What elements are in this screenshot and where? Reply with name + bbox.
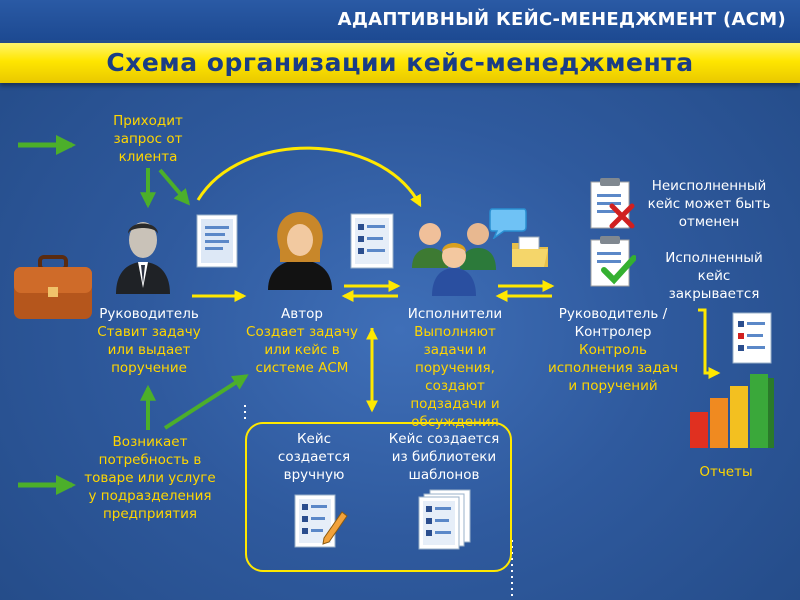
manager-action: Ставит задачу или выдает поручение — [97, 324, 201, 376]
banner-title: Схема организации кейс-менеджмента — [106, 48, 694, 77]
case-library-label: Кейс создается из библиотеки шаблонов — [388, 431, 500, 483]
need-label: Возникает потребность в товаре или услуг… — [84, 434, 216, 522]
author-action: Создает задачу или кейс в системе АСМ — [246, 324, 358, 376]
request-label: Приходит запрос от клиента — [113, 113, 183, 165]
manager-node: Руководитель Ставит задачу или выдает по… — [86, 305, 212, 377]
bar-chart-icon — [690, 374, 774, 448]
chat-bubble-icon — [489, 208, 527, 239]
template-library-docs-icon — [418, 489, 471, 550]
case-creation-box — [245, 422, 512, 572]
case-manual-label: Кейс создается вручную — [277, 431, 351, 483]
approved-doc-icon — [590, 236, 636, 287]
executors-action: Выполняют задачи и поручения, создают по… — [410, 324, 500, 430]
briefcase-icon — [14, 255, 92, 319]
top-header: АДАПТИВНЫЙ КЕЙС-МЕНЕДЖМЕНТ (АСМ) — [0, 0, 800, 40]
manual-case-doc-icon — [294, 494, 348, 548]
executors-role: Исполнители — [407, 306, 503, 322]
author-avatar-icon — [268, 212, 332, 290]
manager-to-executors-arc — [196, 146, 422, 208]
title-banner: Схема организации кейс-менеджмента — [0, 43, 800, 83]
executors-node: Исполнители Выполняют задачи и поручения… — [396, 305, 514, 431]
document-icon — [196, 214, 238, 268]
finished-label: Исполненный кейс закрывается — [665, 250, 763, 302]
controller-role: Руководитель / Контролер — [558, 306, 668, 340]
author-role: Автор — [281, 306, 323, 322]
manager-avatar-icon — [116, 222, 170, 294]
checklist-icon — [350, 213, 394, 269]
executors-group-icon — [412, 223, 496, 296]
request-to-doc-arrow — [158, 168, 191, 206]
top-title: АДАПТИВНЫЙ КЕЙС-МЕНЕДЖМЕНТ (АСМ) — [337, 9, 786, 30]
cancelled-doc-icon — [590, 178, 635, 229]
manager-role: Руководитель — [99, 306, 199, 322]
author-node: Автор Создает задачу или кейс в системе … — [246, 305, 358, 377]
controller-node: Руководитель / Контролер Контроль исполн… — [546, 305, 680, 395]
folder-icon — [512, 236, 548, 267]
controller-action: Контроль исполнения задач и поручений — [547, 342, 679, 394]
controller-to-reports-arrow — [698, 308, 721, 379]
need-to-author-arrow — [163, 374, 249, 430]
reports-label: Отчеты — [699, 464, 753, 480]
unfinished-label: Неисполненный кейс может быть отменен — [647, 178, 771, 230]
review-checklist-icon — [732, 312, 772, 364]
